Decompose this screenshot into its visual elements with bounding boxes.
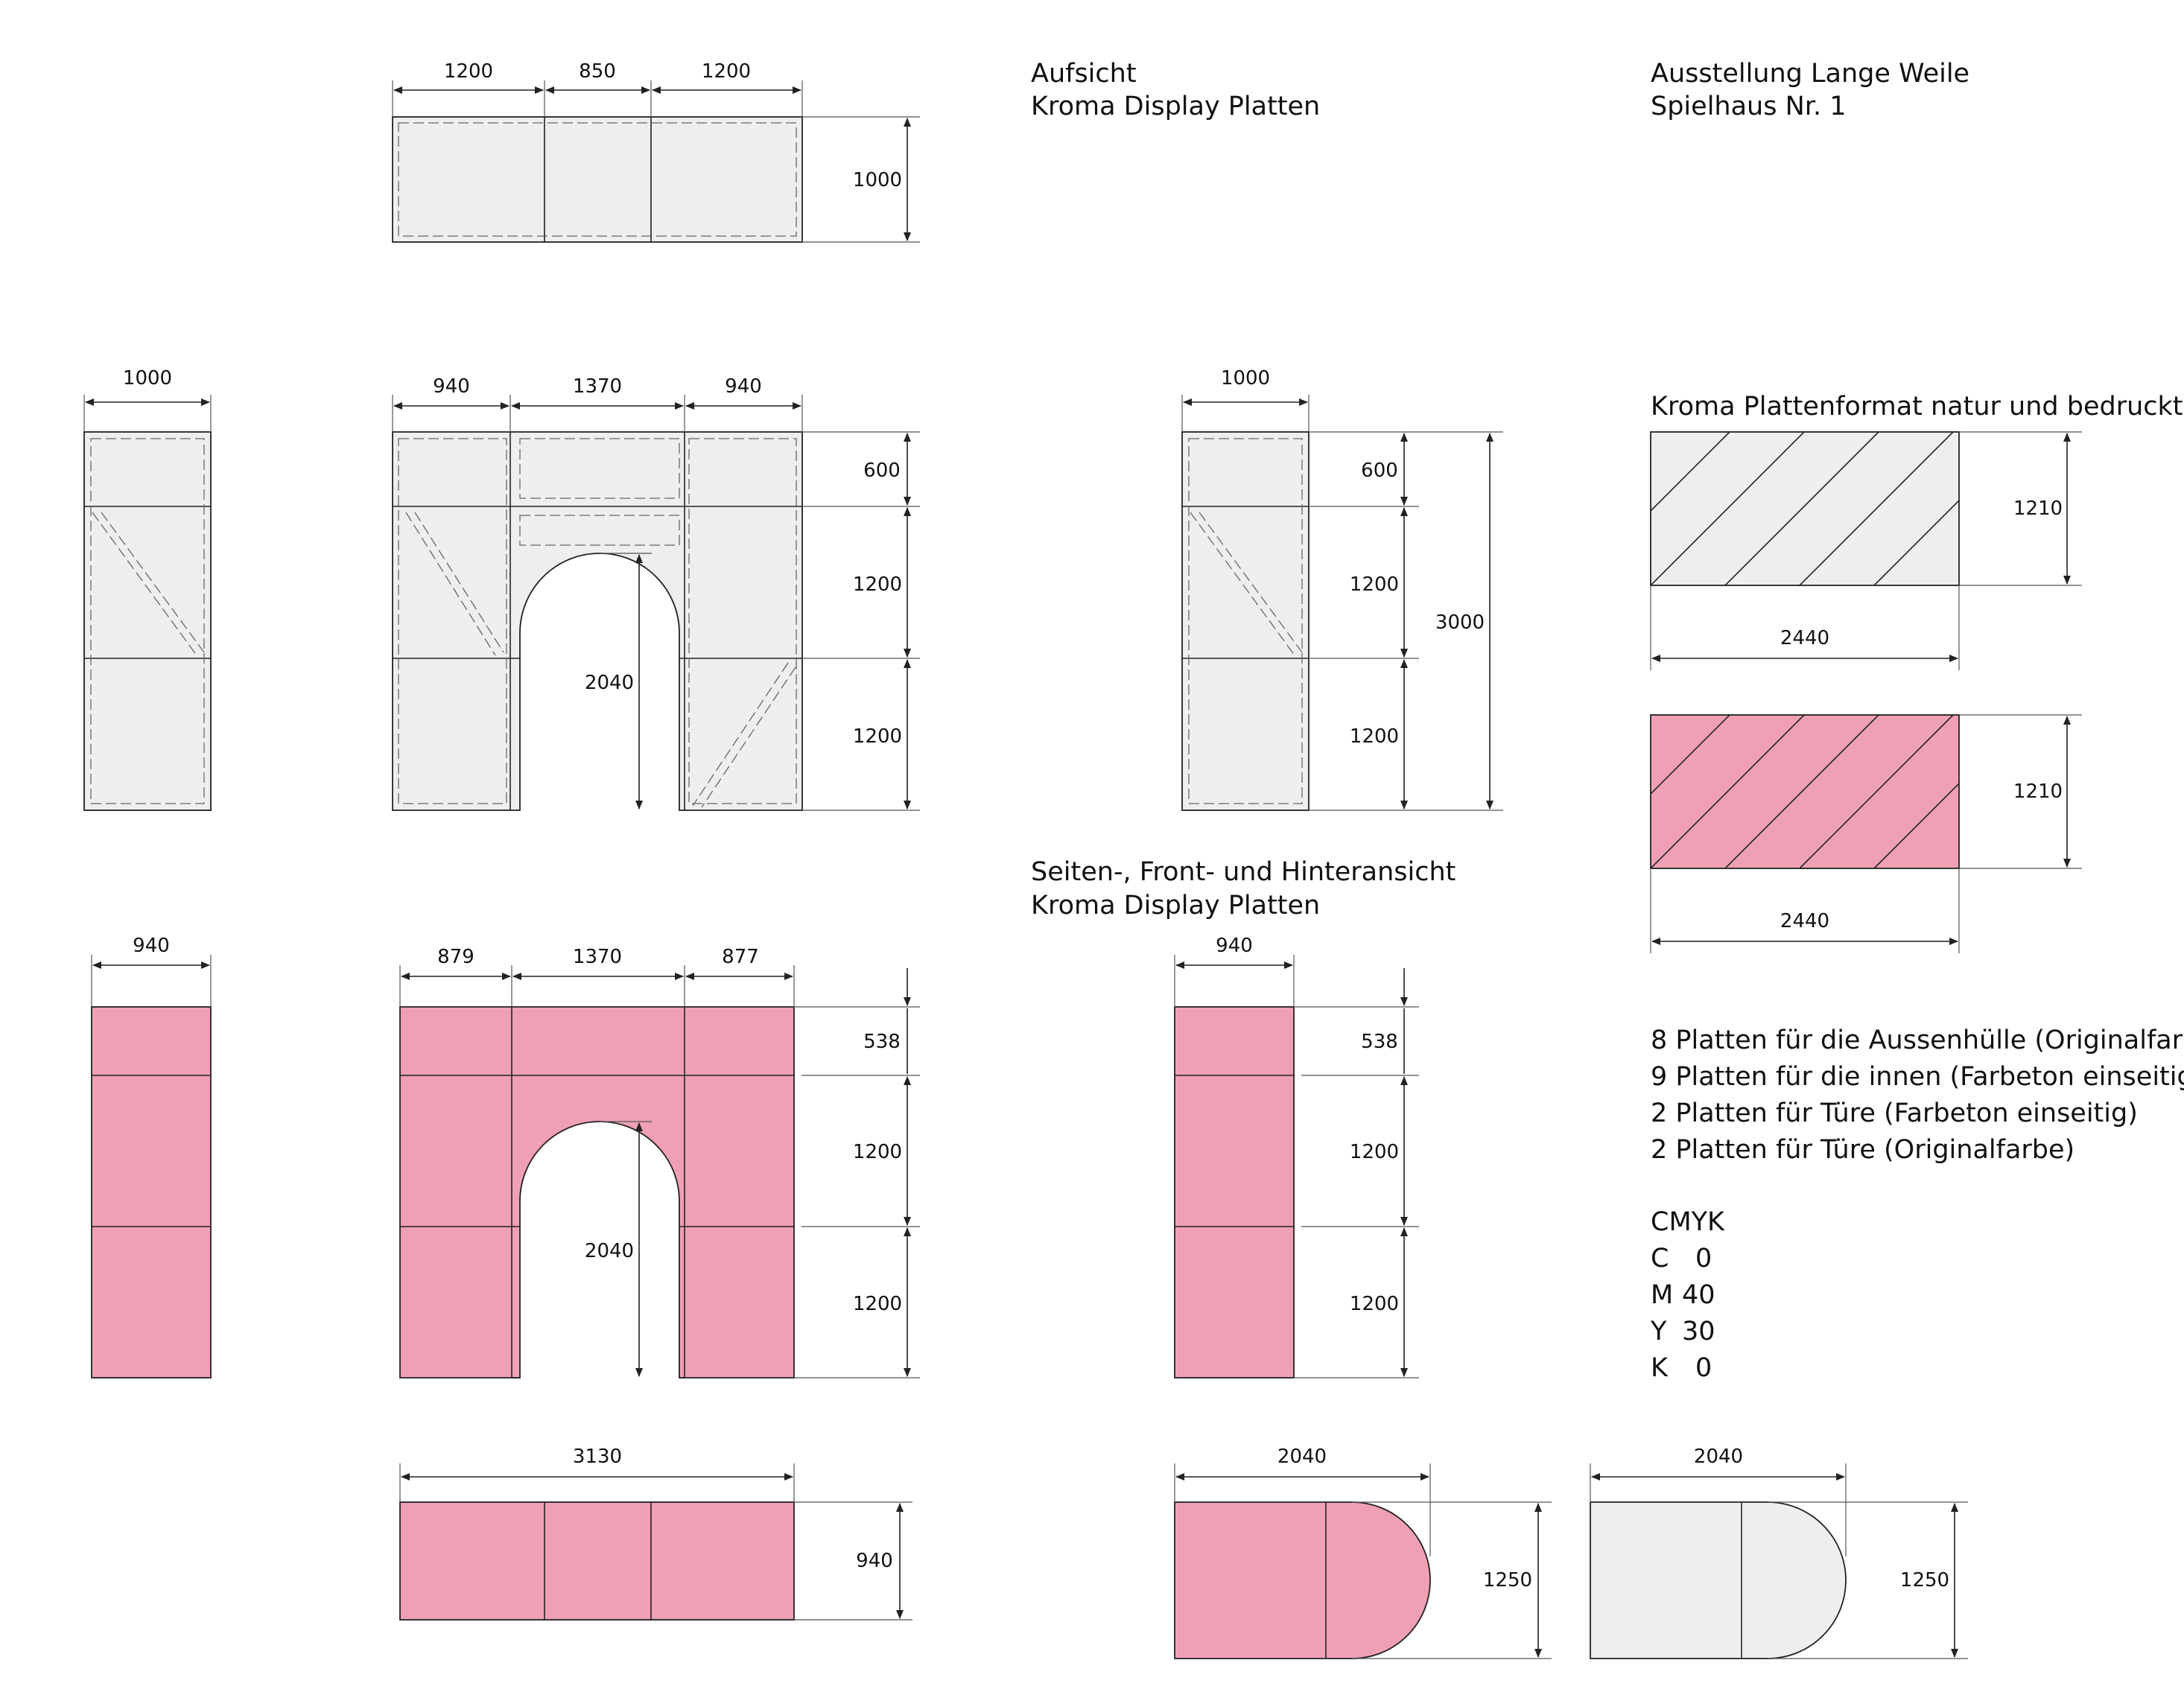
format-heading: Kroma Plattenformat natur und bedruckt: [1651,392,2184,422]
row3-door-pink: 2040 1250 [1174,1446,1552,1659]
dim-row2-front-width-3: 877 [722,946,759,968]
row1-side-left: 1000 [83,367,212,811]
row2-side-left: 940 [91,935,212,1379]
title-aufsicht: Aufsicht [1031,59,1137,89]
count-line-1: 8 Platten für die Aussenhülle (Originalf… [1651,1026,2184,1055]
dim-row1-total-height: 3000 [1435,611,1485,634]
dim-row1-side-right-width: 1000 [1221,367,1270,389]
dim-door-pink-width: 2040 [1277,1446,1327,1468]
cmyk-c-value: 0 [1695,1244,1712,1274]
dim-row2-side-height-1: 538 [1361,1031,1398,1053]
row1-front: 2040 940 1370 940 600 1200 1200 [392,375,920,811]
dim-row1-side-height-1: 600 [1361,460,1398,482]
dim-row1-front-width-3: 940 [725,375,762,398]
dim-row2-side-height-3: 1200 [1350,1293,1399,1315]
cmyk-y-label: Y [1650,1317,1667,1346]
dim-row2-front-width-1: 879 [437,946,474,968]
cmyk-k-label: K [1651,1353,1669,1383]
cmyk-heading: CMYK [1651,1207,1725,1237]
cmyk-k-value: 0 [1695,1353,1712,1383]
dim-top-width-3: 1200 [702,60,751,83]
dim-roof-width: 3130 [573,1446,622,1468]
format-natur: 1210 2440 [1650,431,2082,670]
dim-row2-front-height-3: 1200 [853,1293,902,1315]
dim-roof-depth: 940 [856,1550,893,1572]
count-line-2: 9 Platten für die innen (Farbeton einsei… [1651,1062,2184,1092]
dim-row1-side-left-width: 1000 [123,367,172,389]
count-line-3: 2 Platten für Türe (Farbeton einseitig) [1651,1098,2138,1128]
top-view-panels [392,116,803,243]
dim-format-bedruckt-width: 2440 [1780,910,1829,932]
cmyk-block: CMYK C 0 M 40 Y 30 K 0 [1650,1207,1725,1383]
dim-row1-front-height-3: 1200 [853,725,902,748]
row2-front: 2040 879 1370 877 538 1200 1200 [399,946,920,1379]
project-title: Ausstellung Lange Weile [1651,59,1969,89]
dim-row2-front-height-1: 538 [863,1031,901,1053]
views-caption-1: Seiten-, Front- und Hinteransicht [1031,857,1456,887]
cmyk-m-value: 40 [1682,1280,1715,1310]
dim-top-depth: 1000 [853,169,902,191]
dim-row1-side-height-3: 1200 [1350,725,1399,748]
row3-door-gray: 2040 1250 [1590,1446,1968,1659]
format-bedruckt: 1210 2440 [1650,714,2082,953]
views-caption-2: Kroma Display Platten [1031,891,1320,920]
dim-row2-door-height: 2040 [585,1240,634,1262]
dim-row1-front-width-1: 940 [433,375,470,398]
cmyk-m-label: M [1651,1280,1673,1310]
dim-row2-side-height-2: 1200 [1350,1141,1399,1163]
dim-row1-front-height-1: 600 [863,460,901,482]
dim-top-width-1: 1200 [444,60,493,83]
dim-row2-front-height-2: 1200 [853,1141,902,1163]
dim-row1-side-height-2: 1200 [1350,573,1399,596]
dim-row2-side-left-width: 940 [133,935,170,957]
dim-row2-front-width-2: 1370 [573,946,622,968]
dim-row2-side-right-width: 940 [1216,935,1253,957]
dim-format-bedruckt-height: 1210 [2013,780,2063,803]
dim-door-gray-height: 1250 [1900,1569,1949,1592]
count-line-4: 2 Platten für Türe (Originalfarbe) [1651,1135,2075,1165]
row3-roof: 3130 940 [399,1446,912,1621]
row1-side-right: 1000 600 1200 1200 3000 [1181,367,1503,811]
dim-door-gray-width: 2040 [1694,1446,1743,1468]
dim-door-pink-height: 1250 [1483,1569,1532,1592]
dim-format-natur-width: 2440 [1780,627,1829,649]
top-view: 1200 850 1200 1000 [392,60,920,243]
dim-row1-front-height-2: 1200 [853,573,902,596]
title-kroma: Kroma Display Platten [1031,92,1320,121]
cmyk-y-value: 30 [1682,1317,1715,1346]
cmyk-c-label: C [1651,1244,1669,1274]
dim-format-natur-height: 1210 [2013,497,2063,520]
dim-row1-door-height: 2040 [585,672,634,694]
plate-counts: 8 Platten für die Aussenhülle (Originalf… [1651,1026,2184,1165]
dim-top-width-2: 850 [579,60,616,83]
project-subtitle: Spielhaus Nr. 1 [1651,92,1846,121]
row2-side-right: 940 538 1200 1200 [1174,935,1419,1379]
dim-row1-front-width-2: 1370 [573,375,622,398]
